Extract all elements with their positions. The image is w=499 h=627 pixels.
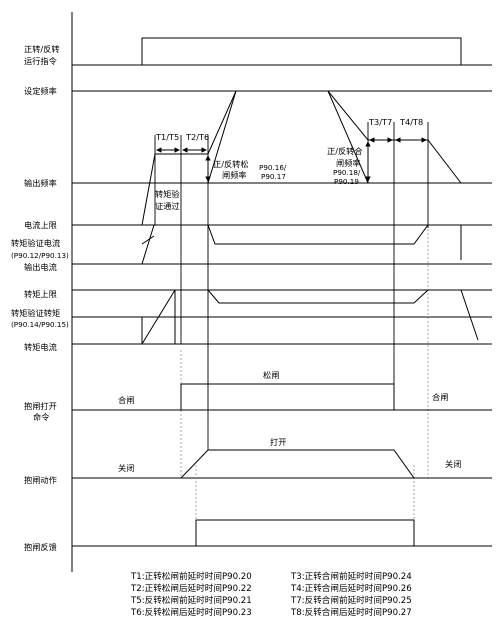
label-torque-verify-current-param: (P90.12/P90.13) xyxy=(11,251,69,260)
output-frequency-waveform xyxy=(141,90,462,226)
signal-labels: 正转/反转 运行指令 设定频率 输出频率 电流上限 转矩验证电流 (P90.12… xyxy=(11,44,69,552)
close-freq-param-2: P90.19 xyxy=(334,177,359,186)
legend-left-2: T2:正转松闸后延时时间P90.22 xyxy=(130,582,252,594)
close-freq-label-2: 闸频率 xyxy=(336,158,361,168)
legend-right-1: T3:正转合闸前延时时间P90.24 xyxy=(290,570,412,582)
label-current-limit: 电流上限 xyxy=(24,220,57,230)
t3t7-label: T3/T7 xyxy=(368,117,392,127)
closed-right-label: 关闭 xyxy=(445,459,461,469)
label-torque-verify-torque-param: (P90.14/P90.15) xyxy=(11,320,69,329)
label-torque-verify-current: 转矩验证电流 xyxy=(11,238,60,248)
release-freq-param-1: P90.16/ xyxy=(259,163,287,172)
brake-released-label: 松闸 xyxy=(263,370,279,380)
annotations: T1/T5 T2/T6 T3/T7 T4/T8 正/反转松 闸频率 P90.16… xyxy=(118,117,461,473)
legend: T1:正转松闸前延时时间P90.20 T2:正转松闸后延时时间P90.22 T5… xyxy=(130,570,412,618)
brake-action-waveform xyxy=(72,449,492,479)
torque-verified-label-1: 转矩验 xyxy=(155,189,180,199)
run-command-waveform xyxy=(141,37,462,65)
torque-current-waveform xyxy=(141,289,479,345)
label-out-freq: 输出频率 xyxy=(24,178,57,188)
t2t6-label: T2/T6 xyxy=(185,132,209,142)
legend-right-4: T8:反转合闸后延时时间P90.27 xyxy=(290,606,412,618)
t4t8-label: T4/T8 xyxy=(399,117,423,127)
close-freq-param-1: P90.18/ xyxy=(333,168,361,177)
legend-left-3: T5:反转松闸前延时时间P90.21 xyxy=(130,594,252,606)
label-out-current: 输出电流 xyxy=(24,262,57,272)
brake-feedback-waveform xyxy=(72,519,492,547)
label-brake-open-cmd-2: 命令 xyxy=(33,412,49,422)
legend-left-4: T6:反转松闸后延时时间P90.23 xyxy=(130,606,252,618)
release-freq-label-2: 闸频率 xyxy=(222,170,247,180)
release-freq-param-2: P90.17 xyxy=(261,172,286,181)
brake-open-command-waveform xyxy=(72,383,492,411)
signal-baselines xyxy=(72,64,492,547)
marker-lines xyxy=(154,122,429,450)
open-state-label: 打开 xyxy=(270,437,286,447)
legend-right-2: T4:正转合闸后延时时间P90.26 xyxy=(290,582,412,594)
output-current-waveform xyxy=(141,224,462,265)
legend-left-1: T1:正转松闸前延时时间P90.20 xyxy=(130,570,252,582)
label-brake-action: 抱闸动作 xyxy=(24,475,57,485)
label-torque-limit: 转矩上限 xyxy=(24,289,57,299)
dashed-guides xyxy=(180,225,429,520)
torque-verified-label-2: 证通过 xyxy=(155,201,180,211)
brake-closed-left-label: 合闸 xyxy=(118,395,134,405)
label-brake-feedback: 抱闸反馈 xyxy=(24,542,57,552)
output-current-slope xyxy=(141,235,155,245)
t1t5-label: T1/T5 xyxy=(155,132,179,142)
label-torque-verify-torque: 转矩验证转矩 xyxy=(11,308,60,318)
release-freq-label-1: 正/反转松 xyxy=(213,159,249,169)
delay-arrows xyxy=(156,137,427,182)
label-brake-open-cmd-1: 抱闸打开 xyxy=(24,401,57,411)
label-fwd-rev-cmd-2: 运行指令 xyxy=(24,56,57,66)
brake-closed-right-label: 合闸 xyxy=(432,392,448,402)
closed-left-label: 关闭 xyxy=(118,463,134,473)
close-freq-label-1: 正/反转合 xyxy=(327,146,363,156)
label-fwd-rev-cmd-1: 正转/反转 xyxy=(24,44,60,54)
label-set-freq: 设定频率 xyxy=(24,86,57,96)
label-torque-current: 转矩电流 xyxy=(24,342,57,352)
legend-right-3: T7:反转合闸前延时时间P90.25 xyxy=(290,594,412,606)
